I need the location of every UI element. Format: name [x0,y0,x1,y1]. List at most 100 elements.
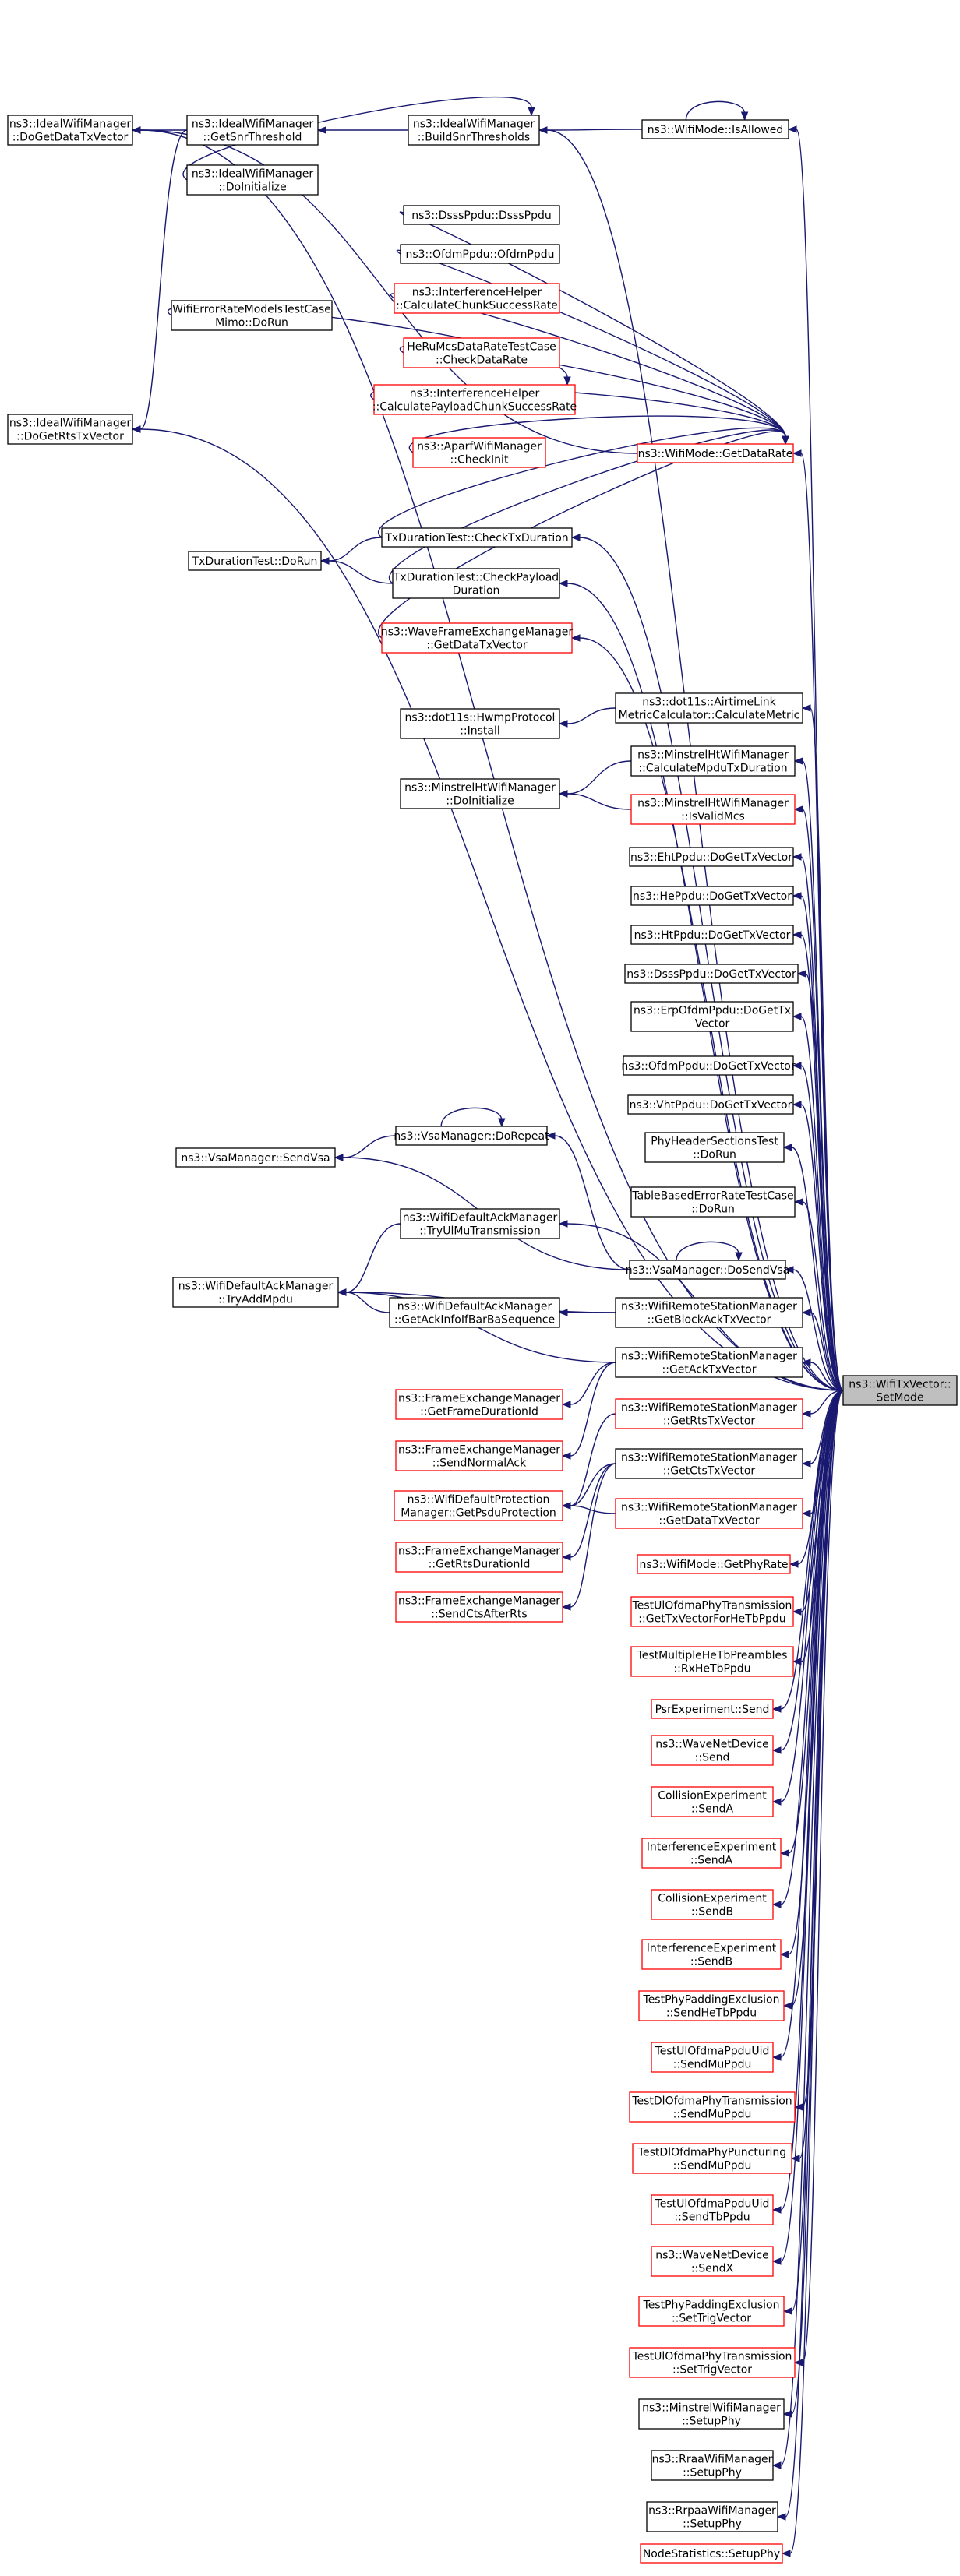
node-tppe-hetb[interactable]: TestPhyPaddingExclusion::SendHeTbPpdu [638,1990,785,2021]
node-wrsm-ack[interactable]: ns3::WifiRemoteStationManager::GetAckTxV… [615,1347,803,1378]
node-label: ns3::dot11s::HwmpProtocol [405,712,556,724]
node-intf-a[interactable]: InterferenceExperiment::SendA [641,1838,782,1869]
node-eht[interactable]: ns3::EhtPpdu::DoGetTxVector [629,847,794,867]
node-mht-valid[interactable]: ns3::MinstrelHtWifiManager::IsValidMcs [630,794,796,825]
node-wnd-sendx[interactable]: ns3::WaveNetDevice::SendX [651,2246,774,2277]
node-focus[interactable]: ns3::WifiTxVector::SetMode [842,1375,958,1406]
node-vsa-repeat[interactable]: ns3::VsaManager::DoRepeat [394,1126,549,1146]
node-hwmp[interactable]: ns3::dot11s::HwmpProtocol::Install [400,708,560,739]
node-label: ::CalculateMpduTxDuration [638,763,787,775]
call-edge [319,537,383,565]
node-label: ns3::IdealWifiManager [9,118,131,131]
node-dgrts[interactable]: ns3::IdealWifiManager::DoGetRtsTxVector [7,414,133,445]
node-label: ::SendTbPpdu [674,2211,750,2224]
node-heru[interactable]: HeRuMcsDataRateTestCase::CheckDataRate [403,337,560,368]
node-label: ::DoGetDataTxVector [12,132,129,144]
node-ideal-init[interactable]: ns3::IdealWifiManager::DoInitialize [186,164,319,196]
node-fem-fdid[interactable]: ns3::FrameExchangeManager::GetFrameDurat… [395,1389,563,1420]
node-gst[interactable]: ns3::IdealWifiManager::GetSnrThreshold [186,115,319,146]
node-getdatarate[interactable]: ns3::WifiMode::GetDataRate [637,443,794,463]
node-fem-ctsrts[interactable]: ns3::FrameExchangeManager::SendCtsAfterR… [395,1591,563,1623]
node-label: ::DoInitialize [446,795,514,808]
node-label: CollisionExperiment [658,1893,767,1905]
node-tdlofdma-mu[interactable]: TestDlOfdmaPhyTransmission::SendMuPpdu [629,2091,796,2123]
call-edge [131,425,844,1391]
node-label: ::BuildSnrThresholds [418,132,530,144]
node-label: ::DoRun [691,1203,735,1216]
node-dgdtx[interactable]: ns3::IdealWifiManager::DoGetDataTxVector [7,115,133,146]
node-ofdm-gtv[interactable]: ns3::OfdmPpdu::DoGetTxVector [621,1055,796,1076]
node-ht[interactable]: ns3::HtPpdu::DoGetTxVector [630,925,794,945]
node-airtime[interactable]: ns3::dot11s::AirtimeLinkMetricCalculator… [615,692,803,724]
node-rraa[interactable]: ns3::RraaWifiManager::SetupPhy [651,2450,774,2481]
call-edge [771,1390,844,2061]
node-coll-b[interactable]: CollisionExperiment::SendB [651,1889,774,1920]
node-intf-b[interactable]: InterferenceExperiment::SendB [641,1939,782,1970]
node-label: ns3::ErpOfdmPpdu::DoGetTx [634,1005,791,1017]
node-nodestats[interactable]: NodeStatistics::SetupPhy [640,2543,783,2564]
node-wdam-tryadd[interactable]: ns3::WifiDefaultAckManager::TryAddMpdu [172,1277,339,1308]
node-minstrel[interactable]: ns3::MinstrelWifiManager::SetupPhy [638,2398,785,2430]
node-wrsm-blockack[interactable]: ns3::WifiRemoteStationManager::GetBlockA… [615,1297,803,1328]
node-wave-gdtv[interactable]: ns3::WaveFrameExchangeManager::GetDataTx… [381,622,574,654]
node-coll-a[interactable]: CollisionExperiment::SendA [651,1786,774,1817]
node-tblerr[interactable]: TableBasedErrorRateTestCase::DoRun [630,1186,796,1218]
call-edge [558,760,632,798]
node-vht[interactable]: ns3::VhtPpdu::DoGetTxVector [627,1094,794,1115]
node-label: ns3::VsaManager::SendVsa [181,1152,330,1165]
call-edge [796,970,844,1391]
node-label: ns3::WifiRemoteStationManager [621,1452,797,1464]
node-wdam-tryul[interactable]: ns3::WifiDefaultAckManager::TryUlMuTrans… [400,1208,560,1239]
node-dsssppdu[interactable]: ns3::DsssPpdu::DsssPpdu [403,205,560,225]
node-vsa-dosend[interactable]: ns3::VsaManager::DoSendVsa [626,1260,790,1280]
node-isallowed[interactable]: ns3::WifiMode::IsAllowed [641,119,789,139]
node-label: ns3::DsssPpdu::DoGetTxVector [626,968,796,981]
node-tulofdma-trig[interactable]: TestUlOfdmaPhyTransmission::SetTrigVecto… [629,2347,796,2378]
node-txdur-check[interactable]: TxDurationTest::CheckTxDuration [381,527,573,548]
call-edge [319,557,394,584]
node-ofdmppdu[interactable]: ns3::OfdmPpdu::OfdmPpdu [400,244,560,264]
node-vsa-send[interactable]: ns3::VsaManager::SendVsa [175,1147,336,1168]
node-mht-init[interactable]: ns3::MinstrelHtWifiManager::DoInitialize [400,778,560,809]
node-wdam-getack[interactable]: ns3::WifiDefaultAckManager::GetAckInfoIf… [389,1297,560,1328]
node-dsss-gtv[interactable]: ns3::DsssPpdu::DoGetTxVector [624,964,799,984]
node-tulofdma-gtv[interactable]: TestUlOfdmaPhyTransmission::GetTxVectorF… [630,1596,794,1627]
node-tulppdu-tb[interactable]: TestUlOfdmaPpduUid::SendTbPpdu [651,2194,774,2225]
node-tppe-trig[interactable]: TestPhyPaddingExclusion::SetTrigVector [638,2296,785,2327]
node-tulppdu-mu[interactable]: TestUlOfdmaPpduUid::SendMuPpdu [651,2042,774,2073]
node-ihccsr[interactable]: ns3::InterferenceHelper::CalculateChunkS… [394,283,560,314]
node-fem-normack[interactable]: ns3::FrameExchangeManager::SendNormalAck [395,1440,563,1471]
node-tmhtp[interactable]: TestMultipleHeTbPreambles::RxHeTbPpdu [630,1646,794,1677]
call-edge [558,790,632,810]
node-getphyrate[interactable]: ns3::WifiMode::GetPhyRate [637,1554,791,1574]
node-fem-rtsdid[interactable]: ns3::FrameExchangeManager::GetRtsDuratio… [395,1542,563,1573]
node-label: ::GetTxVectorForHeTbPpdu [638,1613,785,1626]
node-rrpaa[interactable]: ns3::RrpaaWifiManager::SetupPhy [646,2501,778,2532]
node-aparf[interactable]: ns3::AparfWifiManager::CheckInit [412,437,546,468]
node-bst[interactable]: ns3::IdealWifiManager::BuildSnrThreshold… [408,115,540,146]
node-txdur-run[interactable]: TxDurationTest::DoRun [188,551,322,571]
node-label: ns3::MinstrelHtWifiManager [637,749,789,762]
node-he[interactable]: ns3::HePpdu::DoGetTxVector [630,886,794,906]
node-label: SetMode [876,1392,923,1404]
node-erp[interactable]: ns3::ErpOfdmPpdu::DoGetTxVector [630,1001,794,1032]
node-mht-calc[interactable]: ns3::MinstrelHtWifiManager::CalculateMpd… [630,745,796,777]
node-label: ::SendB [691,1906,733,1919]
node-ihcpcsr[interactable]: ns3::InterferenceHelper::CalculatePayloa… [372,384,577,415]
node-psr[interactable]: PsrExperiment::Send [651,1699,774,1719]
node-label: ::SendMuPpdu [673,2059,752,2071]
node-tdlpunct-mu[interactable]: TestDlOfdmaPhyPuncturing::SendMuPpdu [632,2143,792,2174]
node-phyhdr[interactable]: PhyHeaderSectionsTest::DoRun [644,1132,785,1163]
node-wdpm[interactable]: ns3::WifiDefaultProtectionManager::GetPs… [394,1490,563,1521]
node-wnd-send[interactable]: ns3::WaveNetDevice::Send [651,1735,774,1766]
node-wrsm-cts[interactable]: ns3::WifiRemoteStationManager::GetCtsTxV… [615,1448,803,1479]
node-label: ::SetupPhy [683,2467,742,2479]
node-label: TestPhyPaddingExclusion [643,2299,780,2312]
call-edge [771,1390,844,1713]
node-wrsm-rts[interactable]: ns3::WifiRemoteStationManager::GetRtsTxV… [615,1398,803,1429]
node-wrsm-data[interactable]: ns3::WifiRemoteStationManager::GetDataTx… [615,1498,803,1529]
node-label: InterferenceExperiment [647,1841,777,1854]
